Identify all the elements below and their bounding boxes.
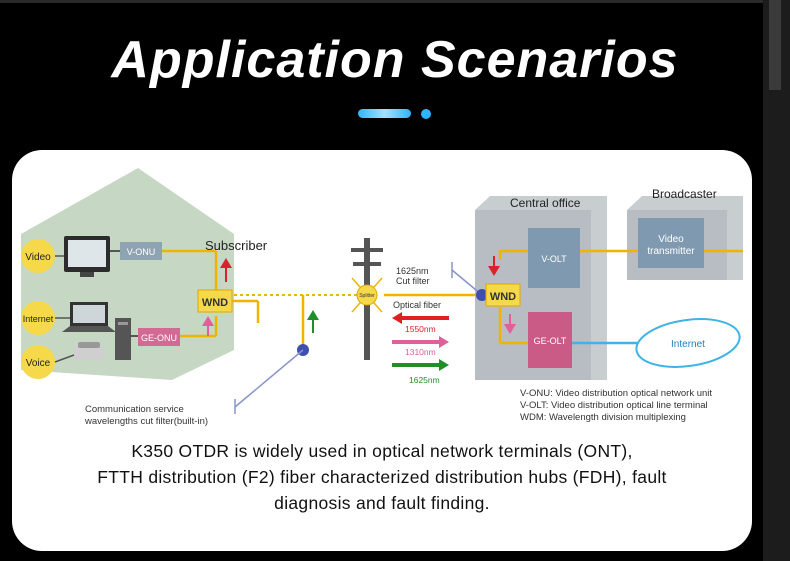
v-onu-box (120, 242, 162, 260)
video-transmitter-box (638, 218, 704, 268)
filter-node-co (476, 289, 488, 301)
wnd-subscriber-label: WND (202, 297, 228, 309)
broadcaster-title: Broadcaster (652, 187, 717, 201)
video-label: Video (25, 252, 51, 263)
arrow-up-pink (202, 316, 214, 336)
legend-wdm: WDM: Wavelength division multiplexing (520, 412, 686, 423)
caption-line-1: K350 OTDR is widely used in optical netw… (131, 441, 633, 461)
wnd-co-label: WND (490, 291, 516, 303)
internet-circle (21, 301, 55, 335)
wavelength-1310: 1310nm (405, 347, 436, 357)
ge-olt-label: GE-OLT (534, 336, 567, 346)
video-circle (21, 239, 55, 273)
legend-v-olt: V-OLT: Video distribution optical line t… (520, 400, 708, 411)
cut-filter-2: Cut filter (396, 276, 430, 286)
arrow-down-red (488, 256, 500, 276)
internet-cloud (635, 318, 741, 368)
title-underline-bar (358, 109, 411, 118)
video-transmitter-1: Video (658, 234, 684, 245)
internet-label: Internet (23, 314, 54, 324)
v-onu-label: V-ONU (127, 247, 156, 257)
ge-onu-box (138, 328, 180, 346)
scrollbar-thumb[interactable] (769, 0, 781, 90)
arrow-up-green (307, 310, 319, 333)
optical-fiber-label: Optical fiber (393, 300, 441, 310)
voice-circle (21, 345, 55, 379)
arrow-up-red (220, 258, 232, 282)
arrow-1550-left (392, 312, 449, 324)
central-office-title: Central office (510, 196, 581, 210)
pc-tower-icon (115, 318, 131, 360)
v-olt-box (528, 228, 580, 288)
comm-filter-text-2: wavelengths cut filter(built-in) (84, 416, 208, 427)
v-olt-label: V-OLT (541, 254, 567, 264)
splitter-label: Splitter (359, 293, 375, 299)
page-title: Application Scenarios (111, 31, 679, 89)
arrow-down-pink (504, 314, 516, 334)
voice-label: Voice (26, 358, 51, 369)
title-underline-dot (421, 109, 431, 119)
diagram-card: WND V-ONU GE-ONU Video Internet Voice (12, 150, 752, 551)
wavelength-1625: 1625nm (409, 375, 440, 385)
internet-cloud-label: Internet (671, 339, 705, 350)
ge-onu-label: GE-ONU (141, 333, 177, 343)
caption-line-2: FTTH distribution (F2) fiber characteriz… (97, 467, 667, 487)
ge-olt-box (528, 312, 572, 368)
top-border (0, 0, 790, 3)
cut-filter-1: 1625nm (396, 266, 429, 276)
wavelength-1550: 1550nm (405, 324, 436, 334)
video-transmitter-2: transmitter (647, 246, 695, 257)
wnd-co-box (485, 283, 521, 307)
caption: K350 OTDR is widely used in optical netw… (12, 438, 752, 516)
legend-v-onu: V-ONU: Video distribution optical networ… (520, 388, 712, 399)
comm-filter-text-1: Communication service (85, 404, 184, 415)
wnd-subscriber-box (197, 289, 233, 313)
caption-line-3: diagnosis and fault finding. (274, 493, 490, 513)
scrollbar[interactable] (763, 0, 790, 561)
network-diagram: WND V-ONU GE-ONU Video Internet Voice (21, 168, 743, 427)
subscriber-title: Subscriber (205, 238, 268, 253)
phone-icon (74, 346, 104, 360)
arrow-1625-right (392, 359, 449, 371)
arrow-1310-right (392, 336, 449, 348)
splitter-circle (356, 284, 378, 306)
